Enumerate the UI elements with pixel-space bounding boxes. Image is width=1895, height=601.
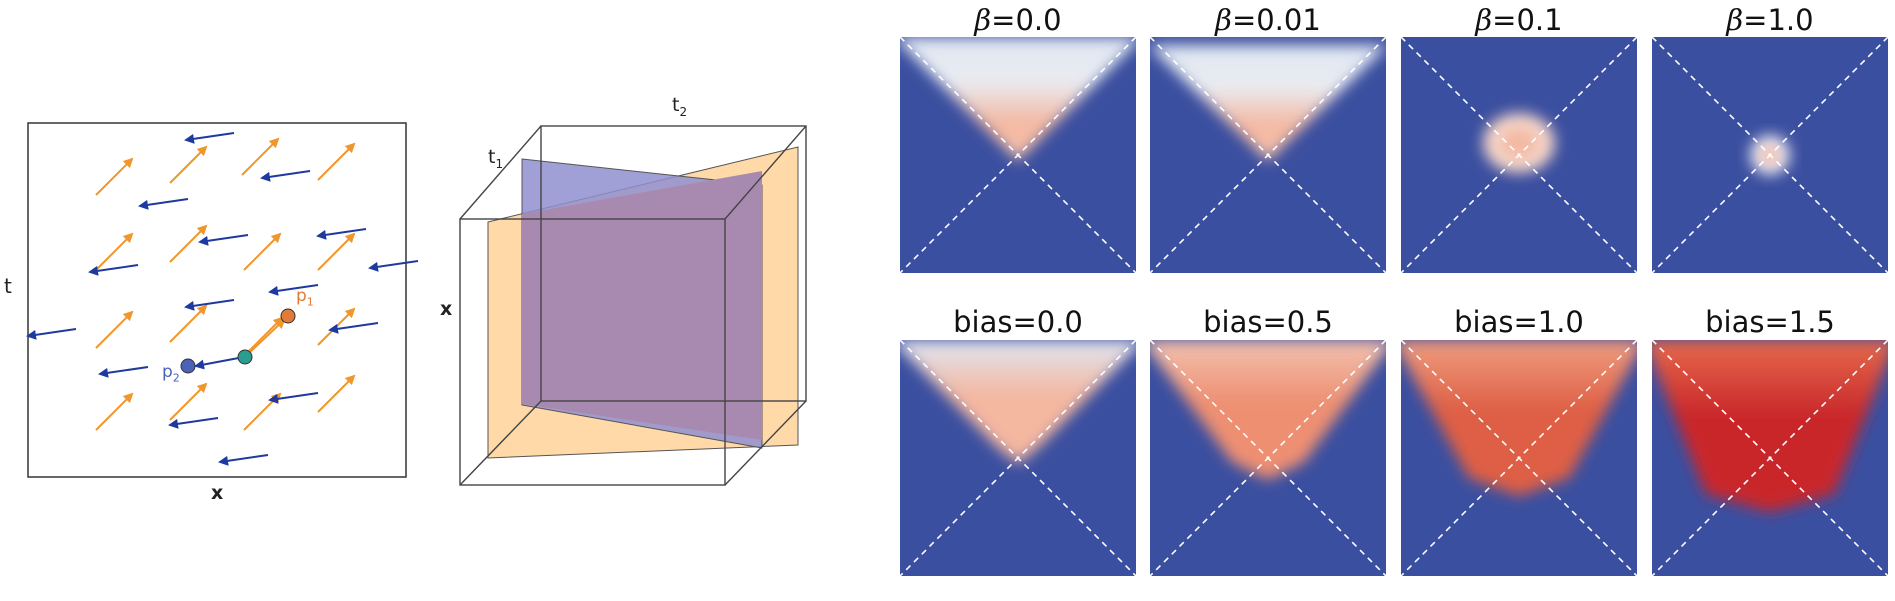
cone-region	[900, 37, 1136, 161]
heatmap-beta-1.0	[1652, 37, 1888, 273]
orange-arrow	[95, 157, 134, 196]
heatmap-title-beta-0.01: β=0.01	[1215, 3, 1321, 37]
diagonal-line	[1150, 340, 1386, 576]
vector-field-arrows	[26, 132, 419, 466]
cone-region	[900, 340, 1136, 464]
t2-label: t2	[672, 94, 688, 119]
heatmap-bias-0.5	[1150, 340, 1386, 576]
heatmap-beta-0	[900, 37, 1136, 273]
p1-label: p1	[296, 286, 314, 309]
diagonal-line	[1150, 37, 1386, 273]
vf-y-axis-label: t	[4, 274, 12, 298]
heatmap-title-beta-0: β=0.0	[974, 3, 1062, 37]
cone-region	[1150, 45, 1386, 161]
heatmap-bias-1.5	[1652, 340, 1888, 576]
diagonal-line	[900, 37, 1136, 273]
blue-arrow	[328, 322, 379, 334]
heatmap-title-bias-0: bias=0.0	[953, 305, 1083, 339]
heatmap-title-bias-0.5: bias=0.5	[1203, 305, 1333, 339]
blue-arrow	[98, 366, 149, 378]
mid-point	[237, 349, 253, 365]
orange-arrow	[95, 310, 134, 349]
cone-region	[1401, 340, 1637, 496]
mid-to-p1-arrow	[245, 318, 286, 357]
blue-arrow	[316, 228, 367, 240]
heatmap-beta-0.01	[1150, 37, 1386, 273]
vector-field-frame	[27, 122, 407, 478]
diagonal-line	[1652, 37, 1888, 273]
heatmap-title-beta-1.0: β=1.0	[1726, 3, 1814, 37]
p2-label: p2	[162, 362, 180, 385]
p2-to-mid-arrow	[194, 356, 245, 370]
blue-arrow	[198, 234, 249, 246]
diagonal-line	[1652, 340, 1888, 576]
orange-arrow	[243, 232, 282, 271]
cube-wireframe	[459, 125, 807, 486]
orange-arrow	[245, 316, 284, 355]
vf-x-axis-label: x	[211, 482, 224, 504]
heatmap-beta-0.1	[1401, 37, 1637, 273]
blue-arrow	[260, 170, 311, 182]
diagonal-line	[1401, 340, 1637, 576]
blue-arrow	[268, 284, 319, 296]
vector-field-panel	[26, 122, 419, 478]
heatmap-title-beta-0.1: β=0.1	[1475, 3, 1563, 37]
blue-arrow	[168, 417, 219, 429]
blue-arrow	[218, 454, 269, 466]
orange-arrow	[241, 137, 280, 176]
blue-arrow	[26, 328, 77, 340]
cube-x-axis-label: x	[440, 298, 453, 320]
orange-arrow	[169, 304, 208, 343]
blue-arrow	[138, 198, 189, 210]
diagonal-line	[1401, 37, 1637, 273]
orange-arrow	[169, 382, 208, 421]
heatmap-title-bias-1.0: bias=1.0	[1454, 305, 1584, 339]
cube-panel	[459, 125, 807, 486]
p2-point	[180, 358, 196, 374]
blue-arrow	[268, 392, 319, 404]
heatmap-bias-0	[900, 340, 1136, 576]
orange-arrow	[317, 374, 356, 413]
orange-arrow	[317, 142, 356, 181]
orange-arrow	[95, 392, 134, 431]
heatmap-title-bias-1.5: bias=1.5	[1705, 305, 1835, 339]
blue-arrow	[88, 264, 139, 276]
orange-arrow	[95, 232, 134, 271]
cone-region	[1150, 340, 1386, 480]
blue-arrow	[184, 132, 235, 144]
diagonal-line	[900, 340, 1136, 576]
orange-arrow	[169, 145, 208, 184]
t1-label: t1	[488, 146, 504, 171]
orange-arrow	[169, 224, 208, 263]
blue-arrow	[184, 299, 235, 311]
p1-point	[280, 308, 296, 324]
blue-arrow	[368, 260, 419, 272]
heatmap-bias-1.0	[1401, 340, 1637, 576]
cone-region	[1652, 340, 1888, 512]
orange-arrow	[317, 232, 356, 271]
overlap-region	[522, 171, 762, 440]
